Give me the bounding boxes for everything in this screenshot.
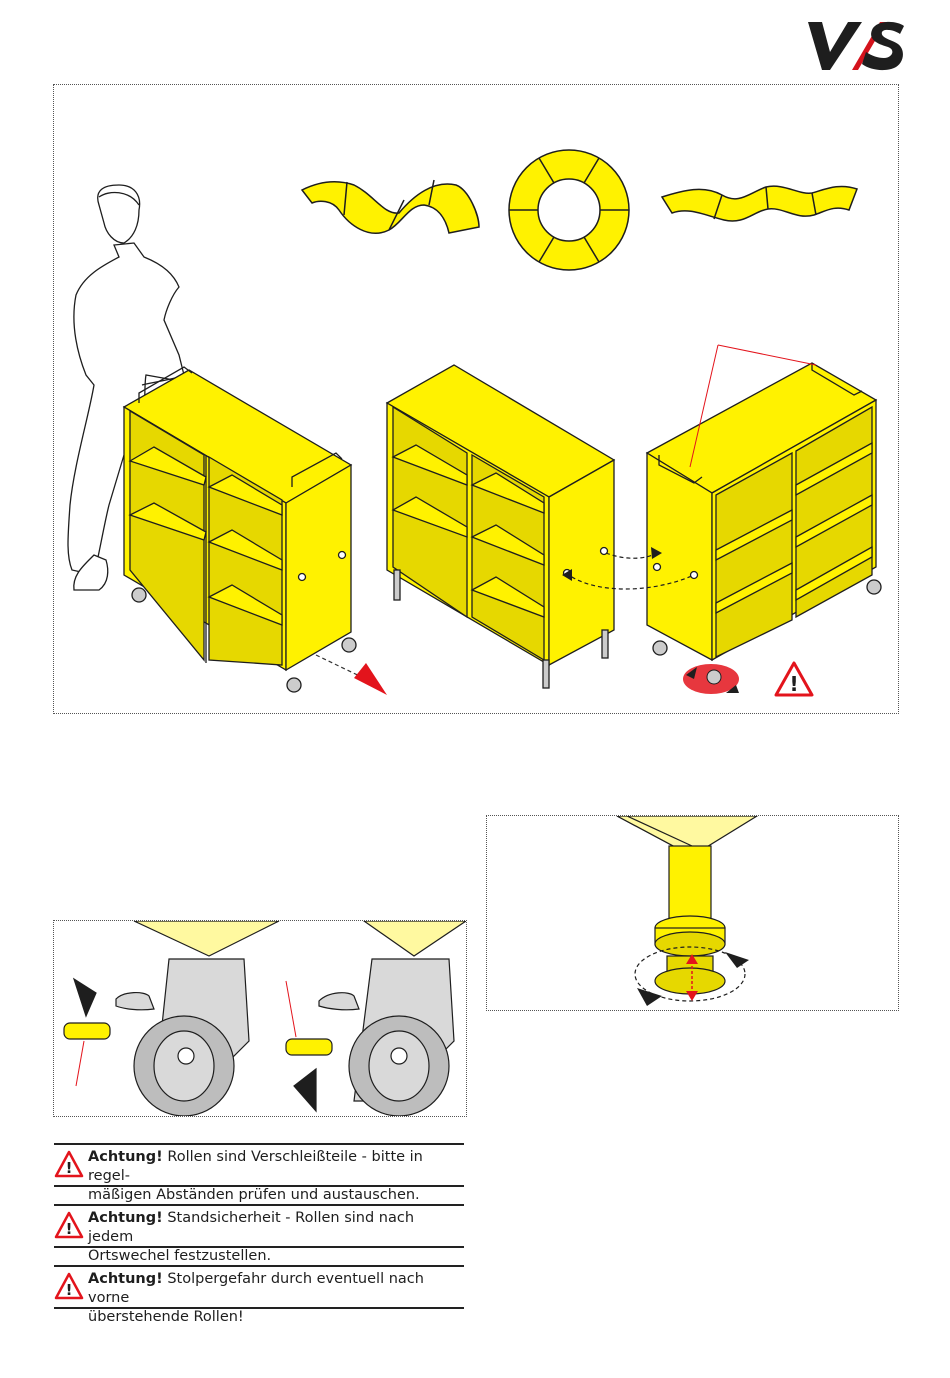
- warning-text: Achtung! Rollen sind Verschleißteile - b…: [88, 1148, 460, 1205]
- warning-worn-casters: ! Achtung! Rollen sind Verschleißteile -…: [54, 1143, 464, 1187]
- caster-brake-panel: [53, 920, 467, 1117]
- rotate-arrow-right-icon: [725, 952, 749, 968]
- caster-locked-illustration: [286, 921, 466, 1116]
- wave-arrangement-right: [662, 186, 857, 221]
- svg-text:!: !: [66, 1220, 73, 1238]
- rotate-arrow-left-icon: [637, 988, 662, 1006]
- ring-arrangement: [509, 150, 629, 270]
- warning-stability: ! Achtung! Standsicherheit - Rollen sind…: [54, 1204, 464, 1248]
- warning-text: Achtung! Standsicherheit - Rollen sind n…: [88, 1209, 460, 1266]
- wave-arrangement-left: [302, 180, 479, 233]
- warning-text: Achtung! Stolpergefahr durch eventuell n…: [88, 1270, 460, 1327]
- warning-triangle-icon: !: [776, 663, 812, 696]
- svg-text:!: !: [66, 1281, 73, 1299]
- pull-direction-arrow: [354, 663, 387, 695]
- warning-trip-hazard: ! Achtung! Stolpergefahr durch eventuell…: [54, 1265, 464, 1309]
- warning-triangle-icon: !: [54, 1272, 84, 1300]
- svg-text:!: !: [789, 672, 798, 696]
- cabinet-middle: [387, 365, 614, 688]
- adjustable-foot-illustration: [635, 846, 745, 1001]
- vs-logo: [800, 14, 910, 74]
- svg-text:!: !: [66, 1159, 73, 1177]
- warning-triangle-icon: !: [54, 1150, 84, 1178]
- caster-unlocked-illustration: [64, 921, 279, 1116]
- caster-lock-indicator: [683, 664, 739, 694]
- cabinet-right-mobile: [647, 363, 881, 660]
- adjustable-foot-panel: [486, 815, 899, 1011]
- cabinet-left-mobile: [124, 367, 356, 692]
- warning-triangle-icon: !: [54, 1211, 84, 1239]
- main-illustration-panel: !: [53, 84, 899, 714]
